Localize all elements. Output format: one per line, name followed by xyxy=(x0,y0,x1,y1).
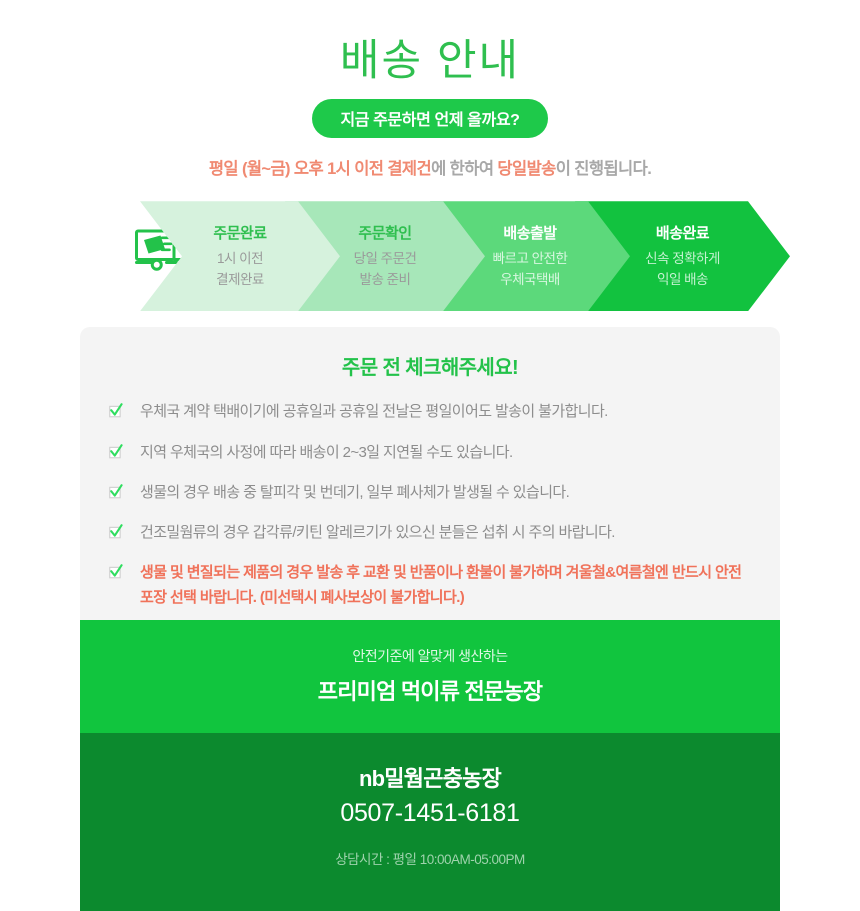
checkbox-checked-icon xyxy=(108,403,124,419)
step-item-1: 주문완료 1시 이전 결제완료 xyxy=(140,201,340,311)
step-title: 주문확인 xyxy=(358,224,412,242)
footer-phone-number[interactable]: 0507-1451-6181 xyxy=(340,799,520,827)
step-line-2: 우체국택배 xyxy=(500,271,560,287)
list-item: 건조밀웜류의 경우 갑각류/키틴 알레르기가 있으신 분들은 섭취 시 주의 바… xyxy=(80,521,780,545)
list-item-text: 생물의 경우 배송 중 탈피각 및 번데기, 일부 폐사체가 발생될 수 있습니… xyxy=(140,483,570,501)
list-item: 생물의 경우 배송 중 탈피각 및 번데기, 일부 폐사체가 발생될 수 있습니… xyxy=(80,481,780,505)
step-title: 배송출발 xyxy=(503,224,557,242)
delivery-steps: 주문완료 1시 이전 결제완료 주문확인 당일 주문건 발송 준비 배송출발 빠… xyxy=(0,201,860,311)
checklist-panel: 주문 전 체크해주세요! 우체국 계약 택배이기에 공휴일과 공휴일 전날은 평… xyxy=(80,327,780,639)
subtitle-highlight-1: 평일 (월~금) 오후 1시 이전 결제건 xyxy=(208,160,432,179)
step-title: 배송완료 xyxy=(655,224,710,242)
subtitle-dim-2: 이 진행됩니다. xyxy=(555,160,652,179)
checkbox-checked-icon xyxy=(108,524,124,540)
page-header: 배송 안내 지금 주문하면 언제 올까요? 평일 (월~금) 오후 1시 이전 … xyxy=(0,0,860,179)
list-item-text: 건조밀웜류의 경우 갑각류/키틴 알레르기가 있으신 분들은 섭취 시 주의 바… xyxy=(140,524,615,542)
footer-brand-banner: 안전기준에 알맞게 생산하는 프리미엄 먹이류 전문농장 xyxy=(80,620,780,733)
list-item: 지역 우체국의 사정에 따라 배송이 2~3일 지연될 수도 있습니다. xyxy=(80,441,780,465)
list-item-text: 우체국 계약 택배이기에 공휴일과 공휴일 전날은 평일이어도 발송이 불가합니… xyxy=(140,403,608,421)
footer-brand-name: nb밀웜곤충농장 xyxy=(359,766,502,791)
step-line-2: 익일 배송 xyxy=(657,271,708,287)
step-chevrons: 주문완료 1시 이전 결제완료 주문확인 당일 주문건 발송 준비 배송출발 빠… xyxy=(140,201,750,311)
footer: 안전기준에 알맞게 생산하는 프리미엄 먹이류 전문농장 nb밀웜곤충농장 05… xyxy=(80,620,780,911)
checklist-title: 주문 전 체크해주세요! xyxy=(341,357,519,380)
list-item-text: 지역 우체국의 사정에 따라 배송이 2~3일 지연될 수도 있습니다. xyxy=(140,443,513,461)
checkbox-checked-icon xyxy=(108,443,124,460)
step-line-1: 당일 주문건 xyxy=(353,250,417,266)
subtitle-dim-1: 에 한하여 xyxy=(431,160,498,179)
subtitle-highlight-2: 당일발송 xyxy=(497,160,556,179)
badge-container: 지금 주문하면 언제 올까요? xyxy=(0,99,860,139)
footer-business-hours: 상담시간 : 평일 10:00AM-05:00PM xyxy=(335,852,525,867)
step-item-4: 배송완료 신속 정확하게 익일 배송 xyxy=(575,201,790,311)
checkbox-checked-icon xyxy=(108,564,124,580)
step-line-2: 발송 준비 xyxy=(359,271,411,287)
list-item-warning: 생물 및 변질되는 제품의 경우 발송 후 교환 및 반품이나 환불이 불가하며… xyxy=(80,561,780,610)
list-item: 우체국 계약 택배이기에 공휴일과 공휴일 전날은 평일이어도 발송이 불가합니… xyxy=(80,400,780,424)
footer-contact-banner: nb밀웜곤충농장 0507-1451-6181 상담시간 : 평일 10:00A… xyxy=(80,733,780,911)
step-line-1: 빠르고 안전한 xyxy=(492,250,568,266)
step-line-2: 결제완료 xyxy=(216,271,264,287)
list-item-text: 생물 및 변질되는 제품의 경우 발송 후 교환 및 반품이나 환불이 불가하며… xyxy=(140,564,742,606)
page-title: 배송 안내 xyxy=(339,37,521,85)
delivery-subtitle: 평일 (월~금) 오후 1시 이전 결제건에 한하여 당일발송이 진행됩니다. xyxy=(0,155,860,179)
status-badge: 지금 주문하면 언제 올까요? xyxy=(312,99,548,139)
checkbox-checked-icon xyxy=(108,484,124,500)
footer-headline: 프리미엄 먹이류 전문농장 xyxy=(317,679,543,704)
step-line-1: 1시 이전 xyxy=(216,250,264,266)
step-line-1: 신속 정확하게 xyxy=(645,250,720,266)
footer-tagline: 안전기준에 알맞게 생산하는 xyxy=(352,648,508,664)
step-title: 주문완료 xyxy=(213,224,267,242)
